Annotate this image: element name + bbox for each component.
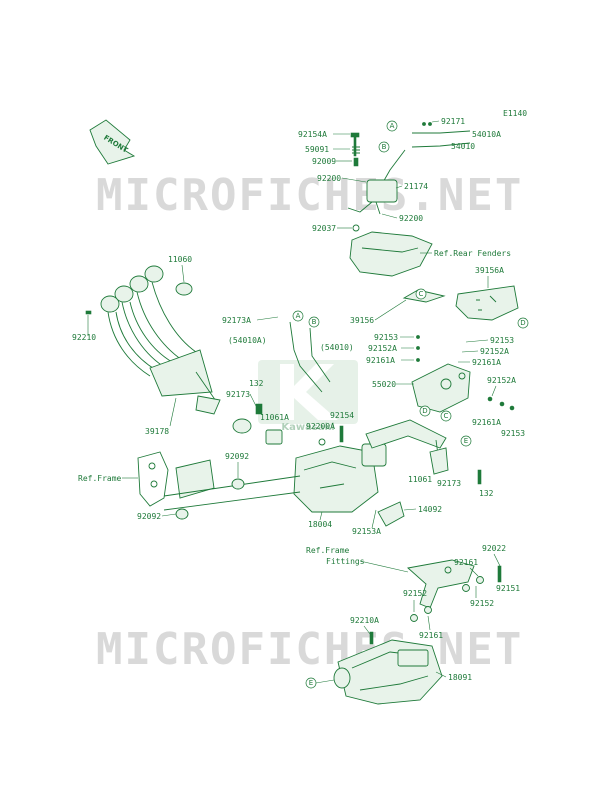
callout-e-mid: E bbox=[460, 435, 472, 447]
part-label-92092-upper: 92092 bbox=[225, 452, 249, 461]
part-label-92154A: 92154A bbox=[298, 130, 327, 139]
ref-label-frame-fittings-1: Ref.Frame bbox=[306, 546, 350, 555]
callout-b-mid: B bbox=[308, 316, 320, 328]
part-label-21174: 21174 bbox=[404, 182, 428, 191]
part-label-92152-left: 92152 bbox=[403, 589, 427, 598]
exhaust-valve-actuator-group bbox=[347, 122, 471, 277]
part-label-54010A: 54010A bbox=[472, 130, 501, 139]
part-label-92161-left: 92161 bbox=[419, 631, 443, 640]
callout-c-upper: C bbox=[415, 288, 427, 300]
part-label-54010A-paren: (54010A) bbox=[228, 336, 267, 345]
callout-a-top: A bbox=[386, 120, 398, 132]
part-label-92200-top: 92200 bbox=[317, 174, 341, 183]
part-label-18091: 18091 bbox=[448, 673, 472, 682]
part-label-11061A: 11061A bbox=[260, 413, 289, 422]
callout-a-mid: A bbox=[292, 310, 304, 322]
part-label-55020: 55020 bbox=[372, 380, 396, 389]
exhaust-pre-chamber bbox=[293, 419, 449, 527]
part-label-92153-upper: 92153 bbox=[374, 333, 398, 342]
part-label-11060: 11060 bbox=[168, 255, 192, 264]
part-label-92152A-far: 92152A bbox=[487, 376, 516, 385]
ref-label-rear-fenders: Ref.Rear Fenders bbox=[434, 249, 511, 258]
part-label-54010: 54010 bbox=[451, 142, 475, 151]
part-label-92210: 92210 bbox=[72, 333, 96, 342]
part-label-92173-right: 92173 bbox=[437, 479, 461, 488]
part-label-92173A: 92173A bbox=[222, 316, 251, 325]
svg-text:D: D bbox=[422, 407, 427, 415]
part-label-92161A-right: 92161A bbox=[472, 358, 501, 367]
ref-label-frame-fittings-2: Fittings bbox=[326, 557, 365, 566]
part-label-92022: 92022 bbox=[482, 544, 506, 553]
part-label-92152A-right: 92152A bbox=[480, 347, 509, 356]
part-label-92200A: 92200A bbox=[306, 422, 335, 431]
part-label-18004: 18004 bbox=[308, 520, 332, 529]
kawasaki-logo: Kawasaki bbox=[258, 360, 358, 433]
svg-text:B: B bbox=[382, 143, 387, 151]
part-label-92153-far: 92153 bbox=[501, 429, 525, 438]
callout-e-bottom: E bbox=[305, 677, 317, 689]
part-label-92161A-upper: 92161A bbox=[366, 356, 395, 365]
svg-text:A: A bbox=[296, 312, 301, 320]
svg-text:C: C bbox=[419, 290, 424, 298]
part-label-54010-paren: (54010) bbox=[320, 343, 354, 352]
part-label-92161A-far: 92161A bbox=[472, 418, 501, 427]
diagram-code: E1140 bbox=[503, 109, 527, 118]
part-label-14092: 14092 bbox=[418, 505, 442, 514]
exhaust-header-pipes bbox=[85, 265, 283, 445]
watermark-bottom: MICROFICHES.NET bbox=[96, 624, 523, 675]
part-label-39156: 39156 bbox=[350, 316, 374, 325]
muffler-bracket bbox=[411, 363, 471, 413]
callout-d-upper: D bbox=[517, 317, 529, 329]
svg-text:C: C bbox=[444, 412, 449, 420]
muffler-hanger-bracket bbox=[407, 559, 475, 609]
watermark-top: MICROFICHES.NET bbox=[96, 170, 523, 221]
part-label-92151: 92151 bbox=[496, 584, 520, 593]
svg-text:Kawasaki: Kawasaki bbox=[281, 422, 334, 433]
callout-c-lower: C bbox=[440, 410, 452, 422]
callout-b-top: B bbox=[378, 141, 390, 153]
svg-text:A: A bbox=[390, 122, 395, 130]
svg-text:D: D bbox=[520, 319, 525, 327]
part-label-92152A-upper: 92152A bbox=[368, 344, 397, 353]
part-label-132-upper: 132 bbox=[249, 379, 264, 388]
part-label-92161-right: 92161 bbox=[454, 558, 478, 567]
part-label-92092-lower: 92092 bbox=[137, 512, 161, 521]
svg-text:E: E bbox=[464, 437, 468, 445]
part-label-59091: 59091 bbox=[305, 145, 329, 154]
part-label-92154: 92154 bbox=[330, 411, 354, 420]
ref-label-frame: Ref.Frame bbox=[78, 474, 122, 483]
part-label-92200-mid: 92200 bbox=[399, 214, 423, 223]
part-label-92037: 92037 bbox=[312, 224, 336, 233]
svg-text:B: B bbox=[312, 318, 317, 326]
part-label-39178: 39178 bbox=[145, 427, 169, 436]
part-label-92152-right: 92152 bbox=[470, 599, 494, 608]
part-label-92009: 92009 bbox=[312, 157, 336, 166]
part-label-92153-right: 92153 bbox=[490, 336, 514, 345]
svg-text:E: E bbox=[309, 679, 313, 687]
part-label-92210A: 92210A bbox=[350, 616, 379, 625]
callout-d-lower: D bbox=[419, 405, 431, 417]
part-label-11061: 11061 bbox=[408, 475, 432, 484]
part-label-92171: 92171 bbox=[441, 117, 465, 126]
part-label-39156A: 39156A bbox=[475, 266, 504, 275]
part-label-92153A: 92153A bbox=[352, 527, 381, 536]
part-label-132-lower: 132 bbox=[479, 489, 494, 498]
part-label-92173-left: 92173 bbox=[226, 390, 250, 399]
frame-reference-sketch bbox=[137, 451, 301, 520]
front-direction-arrow: FRONT bbox=[89, 119, 136, 165]
muffler-silencer bbox=[333, 639, 443, 705]
